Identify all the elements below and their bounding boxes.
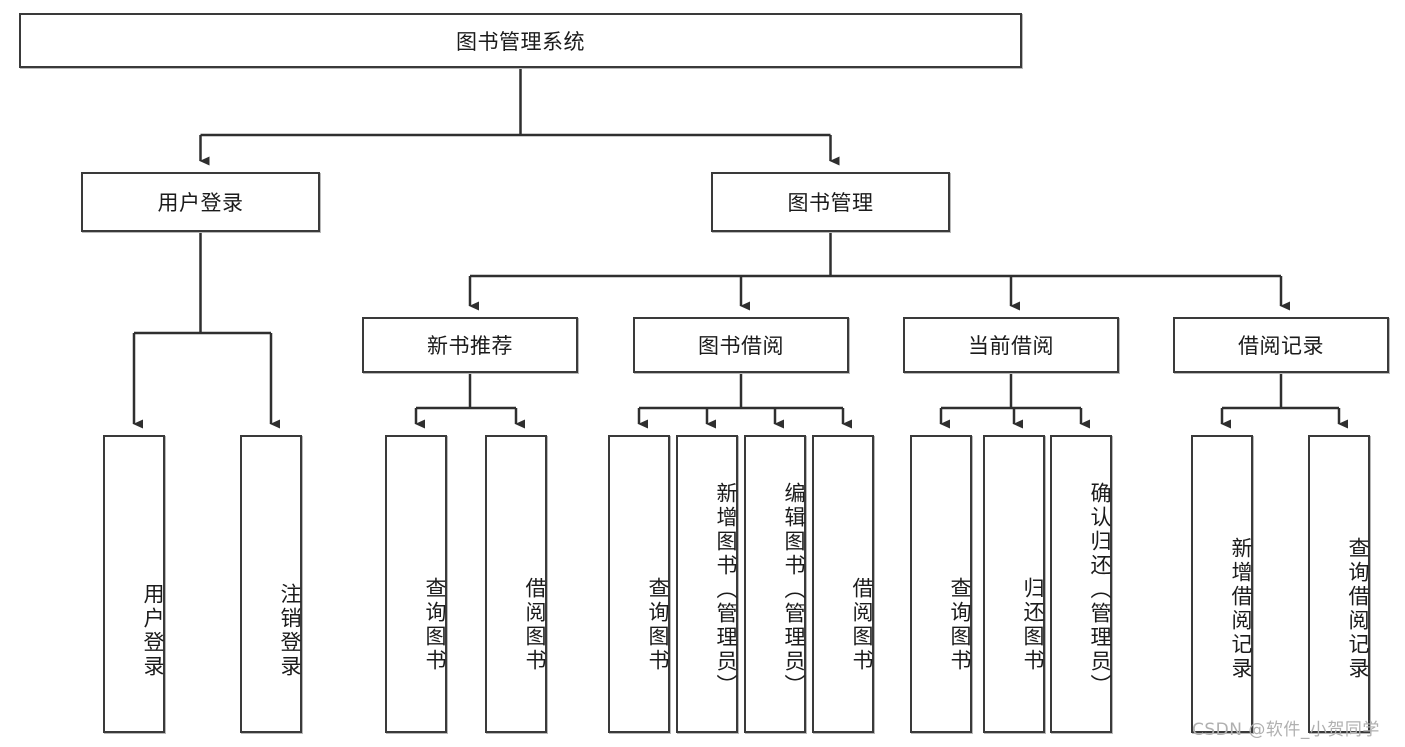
node-label-login: 用户登录 [157, 191, 244, 215]
node-box-leaf-10[interactable]: 归还图书 [983, 435, 1045, 733]
node-box-leaf-9[interactable]: 查询图书 [910, 435, 972, 733]
node-label-newbook: 新书推荐 [427, 334, 513, 358]
node-label-records: 借阅记录 [1238, 334, 1324, 358]
node-box-leaf-11[interactable]: 确认归还（管理员） [1050, 435, 1112, 733]
node-box-leaf-7[interactable]: 编辑图书（管理员） [744, 435, 806, 733]
node-label-leaf-11: 确认归还（管理员） [1088, 482, 1112, 698]
node-box-root[interactable]: 图书管理系统 [19, 13, 1022, 68]
node-label-leaf-12: 新增借阅记录 [1229, 536, 1253, 681]
node-label-bookmgmt: 图书管理 [787, 191, 874, 215]
node-label-leaf-13: 查询借阅记录 [1346, 536, 1370, 681]
node-box-leaf-5[interactable]: 查询图书 [608, 435, 670, 733]
node-label-leaf-1: 用户登录 [141, 583, 165, 679]
node-box-leaf-12[interactable]: 新增借阅记录 [1191, 435, 1253, 733]
node-box-leaf-2[interactable]: 注销登录 [240, 435, 302, 733]
node-label-leaf-7: 编辑图书（管理员） [782, 482, 806, 698]
node-label-leaf-3: 查询图书 [423, 577, 447, 673]
node-box-leaf-1[interactable]: 用户登录 [103, 435, 165, 733]
node-box-leaf-6[interactable]: 新增图书（管理员） [676, 435, 738, 733]
node-box-leaf-8[interactable]: 借阅图书 [812, 435, 874, 733]
node-label-leaf-5: 查询图书 [646, 577, 670, 673]
node-label-leaf-8: 借阅图书 [850, 577, 874, 673]
node-label-root: 图书管理系统 [456, 29, 585, 54]
node-label-leaf-10: 归还图书 [1021, 577, 1045, 673]
node-label-leaf-6: 新增图书（管理员） [714, 482, 738, 698]
node-box-borrow[interactable]: 图书借阅 [633, 317, 849, 373]
watermark-csdn: CSDN @软件_小贺同学 [1192, 720, 1380, 740]
node-box-leaf-3[interactable]: 查询图书 [385, 435, 447, 733]
node-box-leaf-4[interactable]: 借阅图书 [485, 435, 547, 733]
node-label-borrow: 图书借阅 [698, 334, 784, 358]
node-label-leaf-2: 注销登录 [278, 583, 302, 679]
node-label-current: 当前借阅 [968, 334, 1054, 358]
node-box-login[interactable]: 用户登录 [81, 172, 320, 232]
node-box-current[interactable]: 当前借阅 [903, 317, 1119, 373]
node-label-leaf-4: 借阅图书 [523, 577, 547, 673]
node-box-leaf-13[interactable]: 查询借阅记录 [1308, 435, 1370, 733]
node-label-leaf-9: 查询图书 [948, 577, 972, 673]
node-box-records[interactable]: 借阅记录 [1173, 317, 1389, 373]
node-box-bookmgmt[interactable]: 图书管理 [711, 172, 950, 232]
node-box-newbook[interactable]: 新书推荐 [362, 317, 578, 373]
